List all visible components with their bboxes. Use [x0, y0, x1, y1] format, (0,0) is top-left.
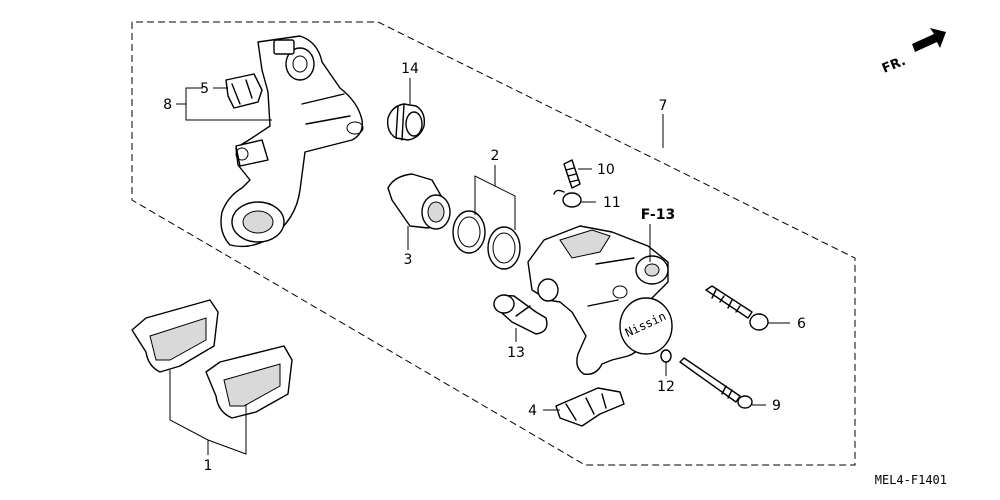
pad-spring	[555, 387, 625, 427]
front-direction-label: FR.	[880, 54, 908, 77]
reference-f13: F-13	[641, 207, 675, 223]
callout-10: 10	[597, 162, 615, 178]
bleeder-cap	[553, 189, 582, 208]
callout-1: 1	[204, 458, 213, 474]
caliper-piston	[387, 173, 451, 230]
piston-seals	[452, 210, 521, 270]
leader-lines	[169, 78, 790, 455]
callout-4: 4	[528, 403, 537, 419]
bleeder-valve	[563, 159, 581, 189]
brake-pads	[131, 299, 293, 419]
callout-6: 6	[797, 316, 806, 332]
callout-7: 7	[659, 98, 668, 114]
callout-11: 11	[603, 195, 621, 211]
callout-3: 3	[404, 252, 413, 268]
slide-pin-boot	[493, 294, 548, 335]
callout-14: 14	[401, 61, 419, 77]
callout-13: 13	[507, 345, 525, 361]
front-direction-arrow: FR.	[880, 28, 946, 77]
pad-retainer-clip	[225, 73, 263, 109]
washer	[660, 349, 672, 363]
callout-9: 9	[772, 398, 781, 414]
caliper-body: Nissin	[527, 225, 673, 375]
rubber-boot	[386, 103, 426, 141]
callout-2: 2	[491, 148, 500, 164]
pin-bolt	[705, 285, 769, 331]
callout-8: 8	[163, 97, 172, 113]
caliper-bracket	[220, 35, 364, 248]
drawing-code: MEL4-F1401	[875, 473, 947, 487]
callout-numbers: 1 2 3 4 5 6 7 8 9 10 11 12 13 14 F-13	[163, 61, 806, 474]
callout-12: 12	[657, 379, 675, 395]
pad-pin	[679, 357, 753, 409]
assembly-boundary	[131, 21, 856, 466]
callout-5: 5	[200, 81, 209, 97]
